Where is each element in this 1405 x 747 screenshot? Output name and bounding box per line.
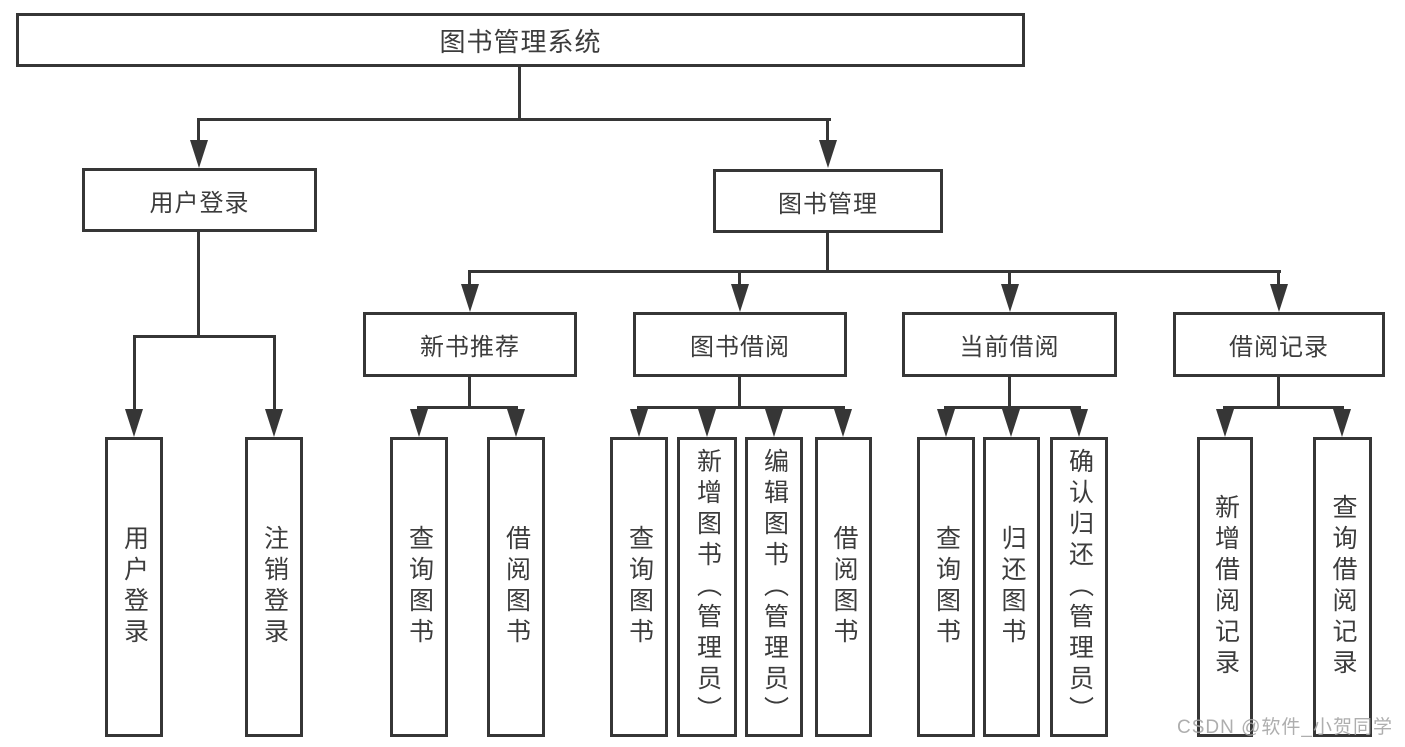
arrow-down-icon (461, 284, 479, 312)
leaf-label: 查询图书 (405, 525, 434, 649)
leaf-label: 归还图书 (998, 525, 1026, 649)
connector-group-rail (944, 406, 1081, 409)
leaf-label: 查询图书 (932, 525, 961, 649)
leaf-label: 借阅图书 (830, 525, 858, 649)
leaf-search-book-current: 查询图书 (917, 437, 975, 737)
leaf-borrow-book-recommend: 借阅图书 (487, 437, 545, 737)
arrow-down-icon (1001, 284, 1019, 312)
leaf-label: 确认归还（管理员） (1065, 447, 1094, 727)
connector-group-trunk (468, 377, 471, 409)
leaf-label: 注销登录 (260, 525, 289, 649)
leaf-label: 新增借阅记录 (1211, 494, 1240, 680)
leaf-search-borrow-record: 查询借阅记录 (1313, 437, 1372, 737)
leaf-return-book: 归还图书 (983, 437, 1040, 737)
connector-stem (468, 270, 471, 286)
arrow-down-icon (731, 284, 749, 312)
connector-stem (273, 335, 276, 409)
connector-stem (1277, 270, 1280, 286)
connector-root-trunk (518, 67, 521, 121)
connector-level2-rail (197, 118, 831, 121)
leaf-add-borrow-record: 新增借阅记录 (1197, 437, 1253, 737)
leaf-search-book-borrow: 查询图书 (610, 437, 668, 737)
node-label: 当前借阅 (959, 334, 1060, 361)
node-label: 图书借阅 (690, 334, 790, 361)
node-current-borrow: 当前借阅 (902, 312, 1117, 377)
leaf-confirm-return-admin: 确认归还（管理员） (1050, 437, 1108, 737)
node-borrow-records: 借阅记录 (1173, 312, 1385, 377)
connector-group-trunk (1008, 377, 1011, 409)
node-library-management-system: 图书管理系统 (16, 13, 1025, 67)
connector-stem (738, 270, 741, 286)
leaf-label: 查询借阅记录 (1329, 494, 1357, 680)
leaf-edit-book-admin: 编辑图书（管理员） (745, 437, 803, 737)
connector-group-rail (417, 406, 518, 409)
arrow-down-icon (834, 409, 852, 437)
node-new-book-recommend: 新书推荐 (363, 312, 577, 377)
node-label: 图书管理 (778, 190, 878, 218)
connector-stem (826, 118, 829, 142)
arrow-down-icon (698, 409, 716, 437)
connector-stem (1008, 270, 1011, 286)
node-user-login: 用户登录 (82, 168, 317, 232)
connector-user-login-trunk (197, 232, 200, 338)
connector-book-management-trunk (826, 233, 829, 273)
csdn-watermark: CSDN @软件_小贺同学 (1177, 717, 1393, 738)
connector-user-login-rail (133, 335, 276, 338)
node-book-management: 图书管理 (713, 169, 943, 233)
leaf-label: 用户登录 (120, 525, 149, 649)
arrow-down-icon (410, 409, 428, 437)
connector-stem (133, 335, 136, 409)
leaf-search-book-recommend: 查询图书 (390, 437, 448, 737)
leaf-borrow-book: 借阅图书 (815, 437, 872, 737)
connector-level3-rail (468, 270, 1281, 273)
arrow-down-icon (937, 409, 955, 437)
arrow-down-icon (819, 140, 837, 168)
connector-group-rail (1223, 406, 1344, 409)
arrow-down-icon (190, 140, 208, 168)
connector-group-rail (637, 406, 845, 409)
arrow-down-icon (1270, 284, 1288, 312)
connector-group-trunk (738, 377, 741, 409)
arrow-down-icon (1002, 409, 1020, 437)
node-label: 新书推荐 (420, 334, 520, 361)
connector-group-trunk (1277, 377, 1280, 409)
arrow-down-icon (1070, 409, 1088, 437)
arrow-down-icon (125, 409, 143, 437)
node-label: 用户登录 (149, 189, 250, 217)
node-label: 图书管理系统 (439, 26, 602, 57)
leaf-label: 新增图书（管理员） (693, 447, 722, 727)
arrow-down-icon (507, 409, 525, 437)
node-label: 借阅记录 (1229, 334, 1329, 361)
leaf-add-book-admin: 新增图书（管理员） (677, 437, 737, 737)
arrow-down-icon (265, 409, 283, 437)
arrow-down-icon (1216, 409, 1234, 437)
leaf-label: 编辑图书（管理员） (760, 447, 789, 727)
arrow-down-icon (765, 409, 783, 437)
leaf-user-login: 用户登录 (105, 437, 163, 737)
node-book-borrow: 图书借阅 (633, 312, 847, 377)
connector-stem (197, 118, 200, 142)
leaf-label: 借阅图书 (502, 525, 531, 649)
arrow-down-icon (1333, 409, 1351, 437)
leaf-label: 查询图书 (625, 525, 654, 649)
arrow-down-icon (630, 409, 648, 437)
leaf-logout: 注销登录 (245, 437, 303, 737)
